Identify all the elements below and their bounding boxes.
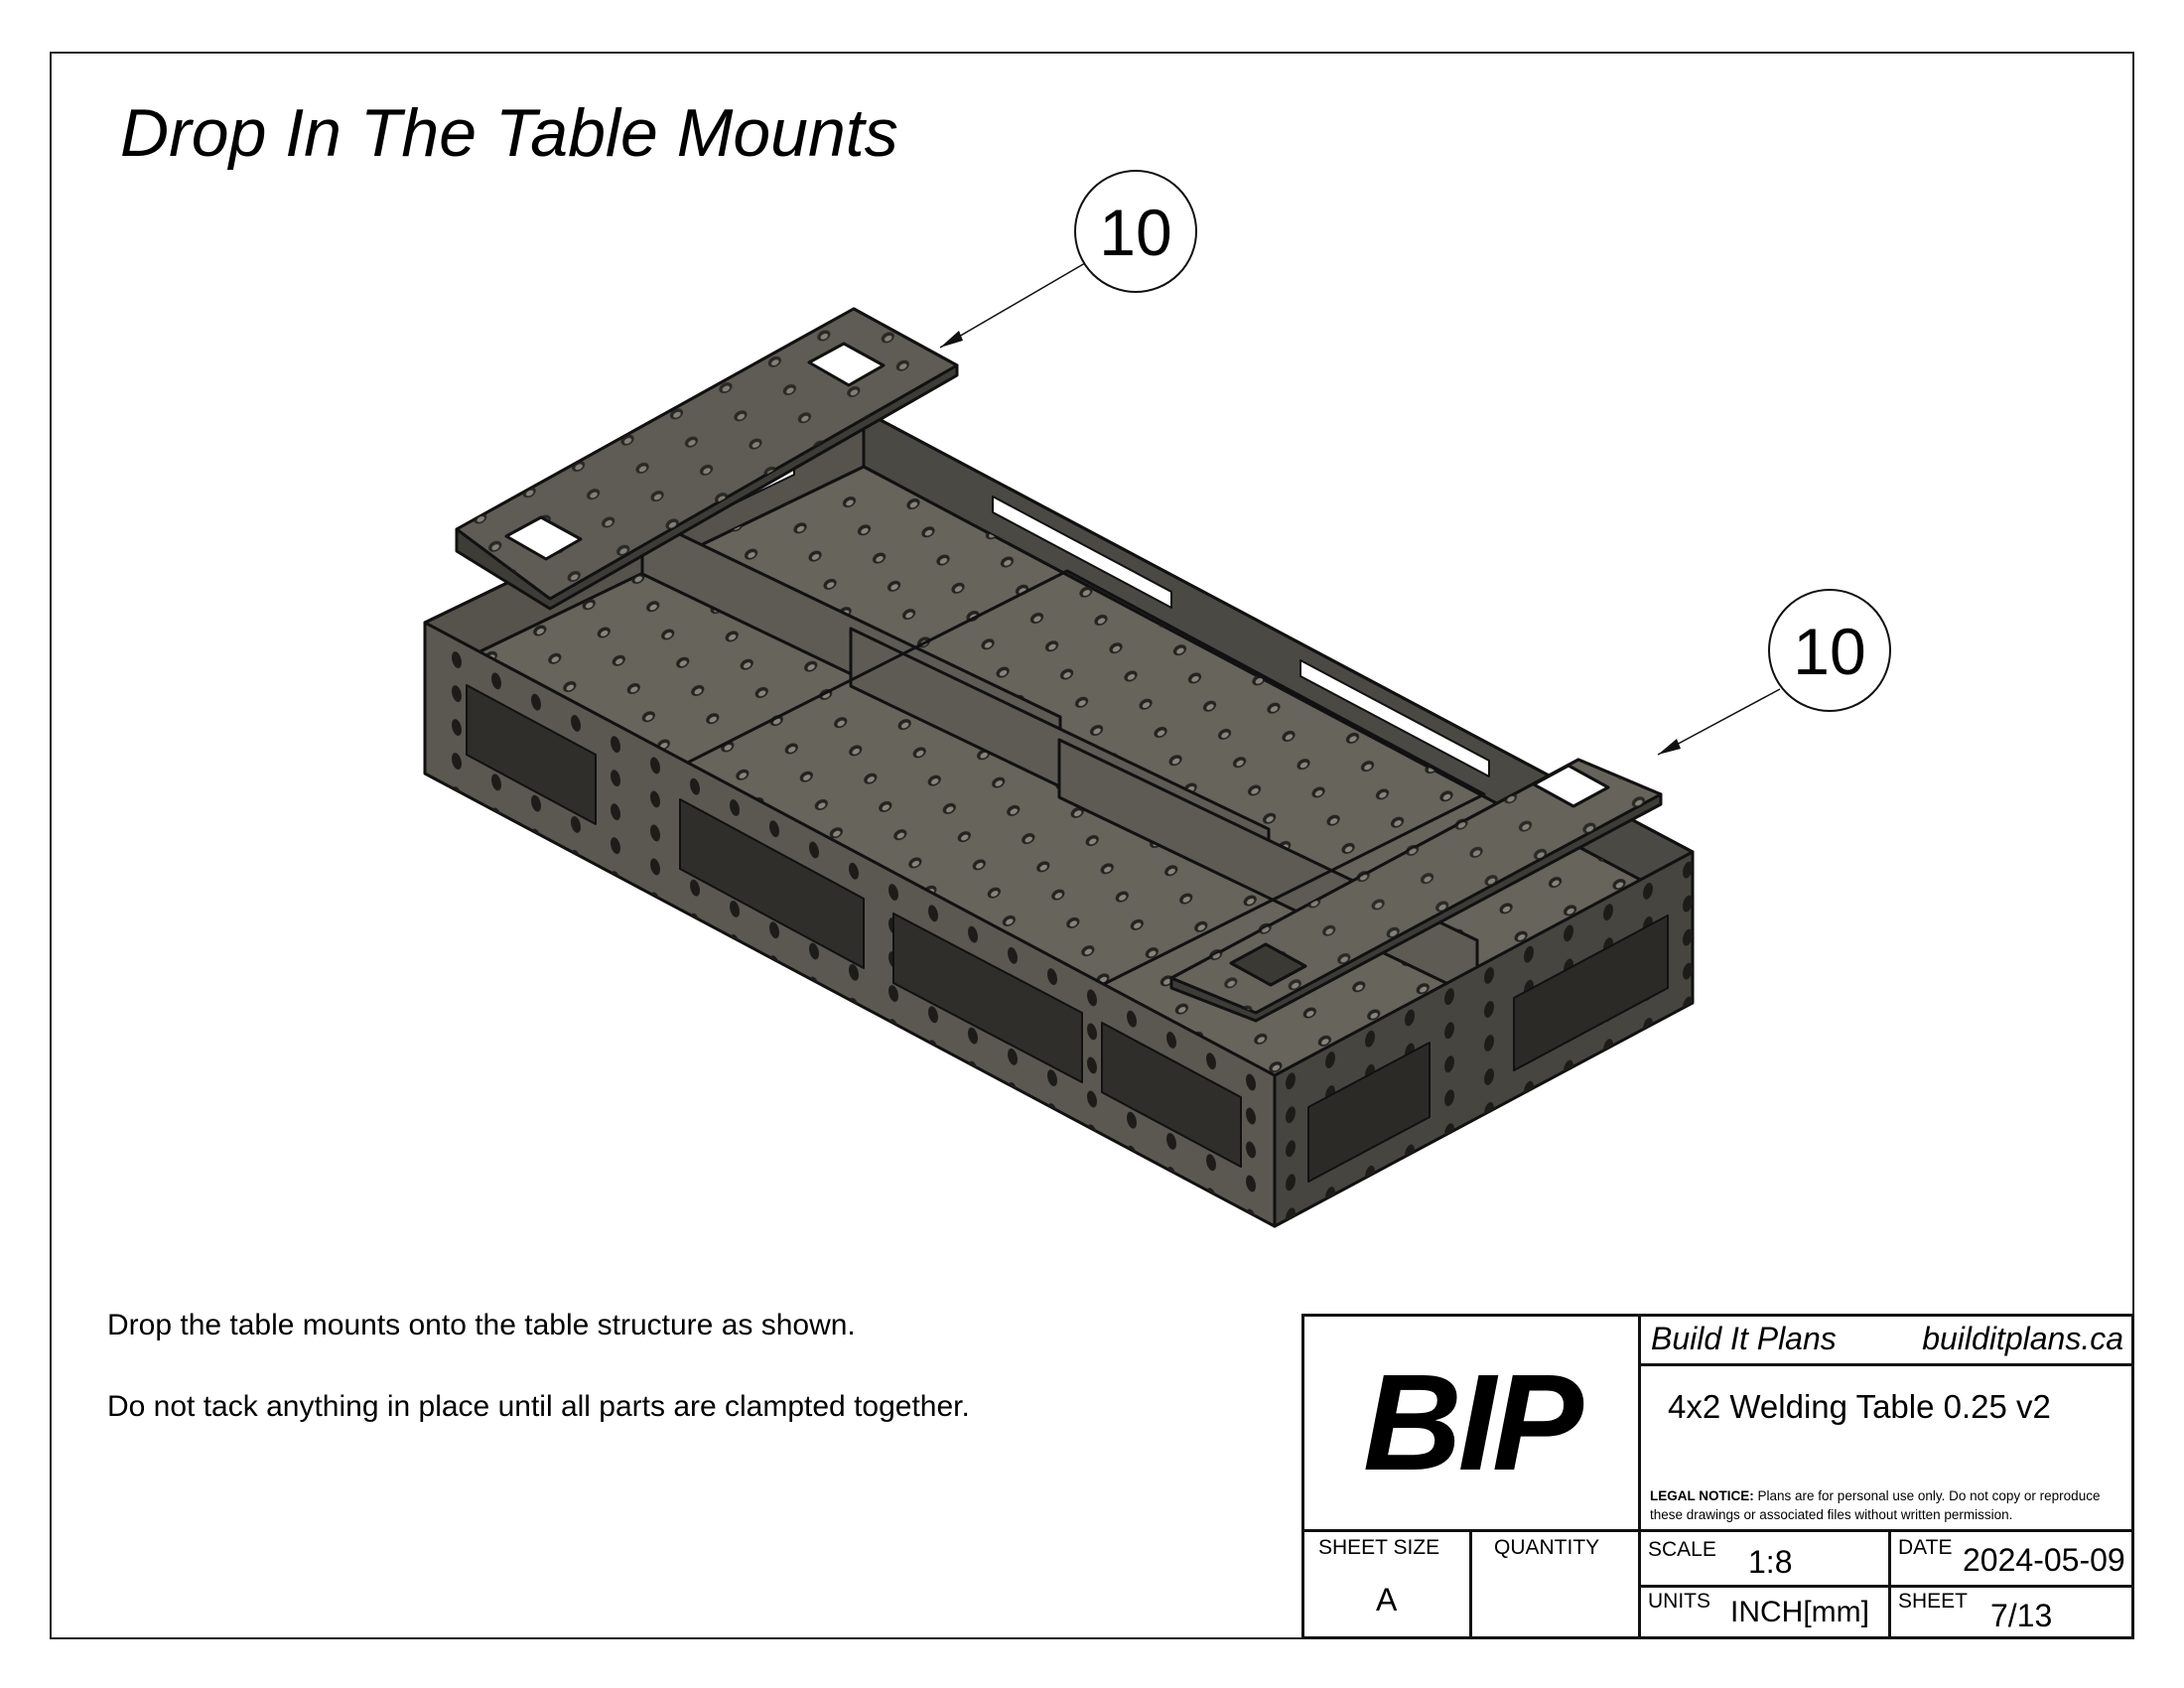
date-cell: DATE 2024-05-09 — [1891, 1532, 2131, 1588]
quantity-label: QUANTITY — [1494, 1536, 1600, 1559]
project-name: 4x2 Welding Table 0.25 v2 — [1668, 1388, 2051, 1425]
balloon-2: 10 — [1657, 589, 1891, 756]
sheet-size-value: A — [1376, 1582, 1398, 1618]
units-cell: UNITS INCH[mm] — [1641, 1588, 1891, 1636]
arrowhead-icon — [1658, 739, 1681, 755]
balloon-1: 10 — [939, 170, 1197, 349]
legal-label: LEGAL NOTICE: — [1650, 1488, 1754, 1503]
page-title: Drop In The Table Mounts — [120, 95, 898, 171]
arrowhead-icon — [940, 331, 963, 348]
instruction-line: Drop the table mounts onto the table str… — [107, 1309, 856, 1341]
mount-square-cutout — [807, 342, 886, 387]
sheet-label: SHEET — [1898, 1590, 1969, 1613]
website: builditplans.ca — [1922, 1321, 2123, 1356]
scale-label: SCALE — [1648, 1538, 1716, 1561]
legal-notice: LEGAL NOTICE: Plans are for personal use… — [1650, 1486, 2126, 1524]
sheet-border — [50, 52, 2134, 1639]
table-mount-right — [1169, 758, 1663, 1023]
date-value: 2024-05-09 — [1963, 1542, 2125, 1578]
quantity-cell: QUANTITY — [1472, 1532, 1641, 1636]
sheet-value: 7/13 — [1990, 1598, 2053, 1633]
mount-square-cutout — [1532, 764, 1610, 808]
project-cell: 4x2 Welding Table 0.25 v2 LEGAL NOTICE: … — [1641, 1366, 2131, 1532]
units-value: INCH[mm] — [1730, 1596, 1869, 1628]
svg-text:10: 10 — [1099, 196, 1171, 269]
scale-cell: SCALE 1:8 — [1641, 1532, 1891, 1588]
date-label: DATE — [1898, 1536, 1953, 1559]
mount-square-cutout — [1229, 942, 1307, 987]
sheet-size-cell: SHEET SIZE A — [1304, 1532, 1472, 1636]
scale-value: 1:8 — [1748, 1544, 1793, 1580]
sheet-number-cell: SHEET 7/13 — [1891, 1588, 2131, 1636]
company-name: Build It Plans — [1651, 1321, 1837, 1356]
title-block: BIP Build It Plans builditplans.ca 4x2 W… — [1301, 1314, 2134, 1639]
logo: BIP — [1362, 1345, 1583, 1499]
company-cell: Build It Plans builditplans.ca — [1641, 1317, 2131, 1366]
mount-square-cutout — [504, 515, 583, 561]
legal-text: Plans are for personal use only. Do not … — [1650, 1488, 2101, 1522]
instructions: Drop the table mounts onto the table str… — [107, 1309, 970, 1472]
table-mount-left — [455, 307, 959, 611]
leader-line — [939, 262, 1086, 349]
logo-cell: BIP — [1304, 1317, 1641, 1532]
instruction-line: Do not tack anything in place until all … — [107, 1390, 970, 1423]
units-label: UNITS — [1648, 1590, 1710, 1613]
sheet-size-label: SHEET SIZE — [1318, 1536, 1440, 1559]
svg-text:10: 10 — [1793, 615, 1865, 688]
